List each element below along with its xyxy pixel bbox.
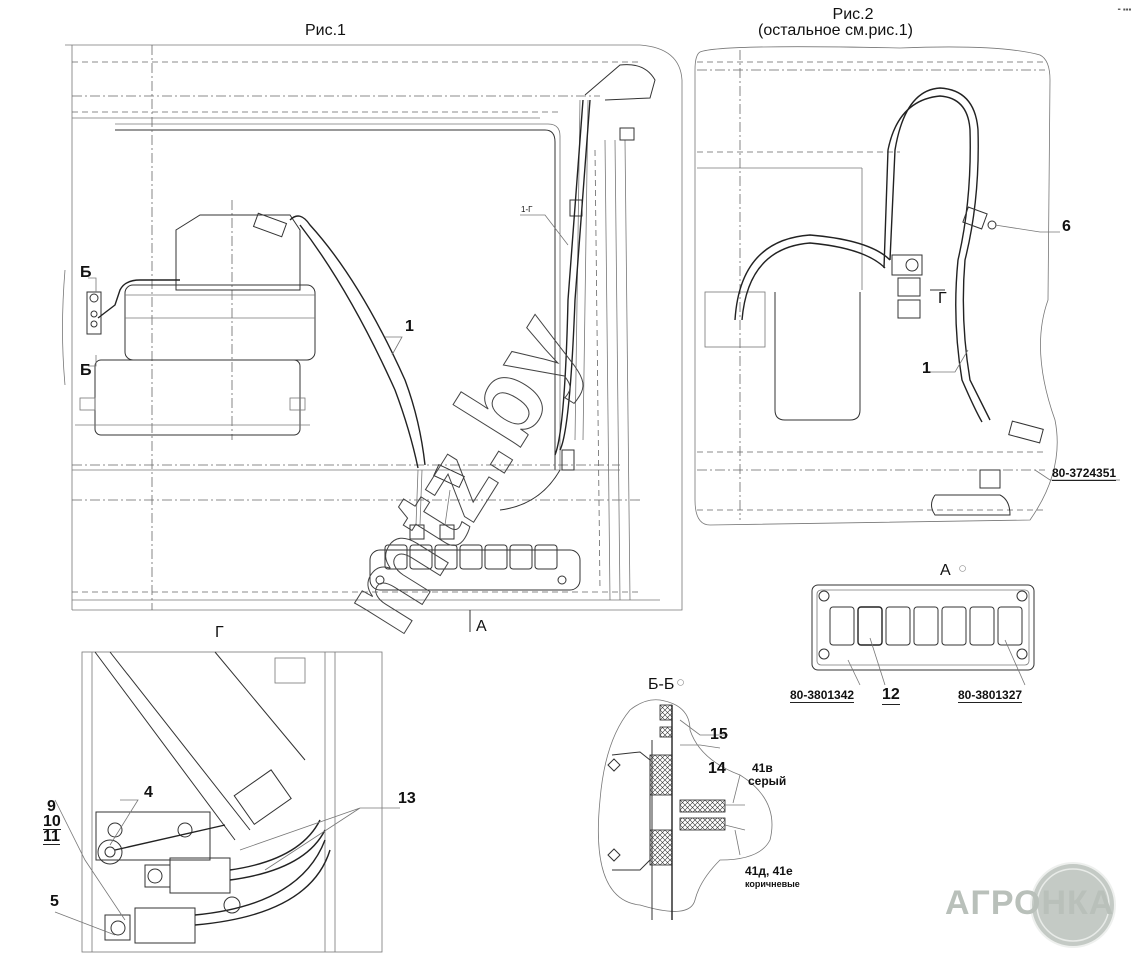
section-b-top-label: Б — [80, 264, 92, 281]
callout-part-80-3724351: 80-3724351 — [1052, 466, 1117, 481]
logo-text: АГРОНКА — [945, 884, 1115, 922]
wire-41v-color: серый — [748, 774, 787, 788]
figure-2-title: Рис.2 — [832, 6, 874, 23]
figure-2-subtitle: (остальное см.рис.1) — [758, 22, 913, 39]
callout-harness-1-fig1: 1 — [405, 318, 414, 335]
view-g-title: Г — [215, 624, 224, 641]
callout-13: 13 — [398, 790, 416, 807]
wire-41v-label: 41в — [752, 761, 773, 775]
section-bb-mark: ○ — [676, 674, 686, 691]
callout-switch-80-3801327: 80-3801327 — [958, 688, 1023, 703]
figure-1-drawing — [62, 44, 683, 632]
wire-41de-color: коричневые — [745, 879, 800, 889]
section-bb-title: Б-Б — [648, 676, 675, 693]
view-a-title: А — [940, 562, 951, 579]
wire-41de-label: 41д, 41е — [745, 864, 793, 878]
callout-9: 9 — [47, 798, 56, 815]
callout-11: 11 — [43, 828, 60, 845]
view-a-arrow-label: А — [476, 618, 487, 635]
callout-switch-12: 12 — [882, 686, 900, 705]
callout-15: 15 — [710, 726, 728, 743]
callout-harness-1g: 1-Г — [521, 205, 533, 214]
view-g-arrow-fig2: Г — [938, 290, 947, 307]
switch-row — [829, 606, 1023, 646]
corner-note: ╸▪▪▪ — [1118, 5, 1132, 14]
callout-10: 10 — [43, 813, 61, 830]
svg-text:mtz.by: mtz.by — [316, 292, 605, 653]
figure-1-title: Рис.1 — [305, 22, 346, 39]
view-a-mark: ○ — [958, 560, 968, 577]
callout-harness-1-fig2: 1 — [922, 360, 931, 377]
section-bb-drawing — [597, 699, 773, 920]
view-a-switch-panel — [811, 584, 1035, 686]
callout-panel-80-3801342: 80-3801342 — [790, 688, 855, 703]
agronka-logo: АГРОНКА — [945, 860, 1138, 950]
callout-4: 4 — [144, 784, 153, 801]
view-g-drawing — [54, 651, 400, 953]
callout-clamp-6: 6 — [1062, 218, 1071, 235]
logo-circle-icon — [1030, 862, 1116, 948]
section-b-bottom-label: Б — [80, 362, 92, 379]
callout-5: 5 — [50, 893, 59, 910]
callout-14: 14 — [708, 760, 726, 777]
figure-2-drawing — [694, 46, 1120, 526]
watermark-mtz-by: mtz.by — [316, 292, 606, 654]
